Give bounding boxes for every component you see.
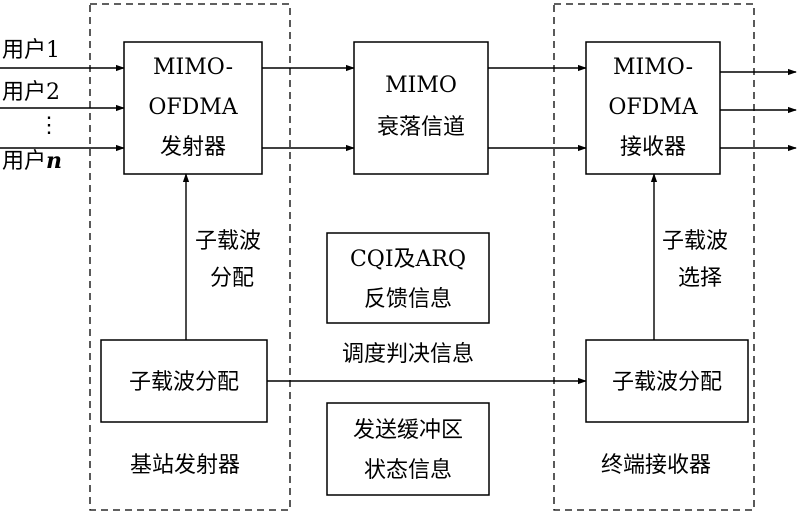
right-selection-label-line2: 选择 xyxy=(678,266,722,291)
vertical-dots: ⋮ xyxy=(38,113,60,138)
cqi-arq-feedback-box xyxy=(326,232,490,324)
left-allocation-label-line1: 子载波 xyxy=(195,229,261,254)
tx-buffer-state-box xyxy=(326,402,490,496)
ut-subcarrier-allocation-text: 子载波分配 xyxy=(612,370,722,395)
receiver-line1: MIMO- xyxy=(613,55,693,80)
transmitter-line1: MIMO- xyxy=(153,55,233,80)
bs-subcarrier-allocation-text: 子载波分配 xyxy=(129,370,239,395)
base-station-dashed-region xyxy=(89,3,291,511)
mimo-ofdma-transmitter-block xyxy=(123,41,263,175)
terminal-caption: 终端接收器 xyxy=(601,453,711,478)
ut-subcarrier-allocation-box xyxy=(585,339,749,423)
left-allocation-label-line2: 分配 xyxy=(210,266,254,291)
receiver-line3: 接收器 xyxy=(620,135,686,160)
transmitter-line3: 发射器 xyxy=(160,135,226,160)
base-station-caption: 基站发射器 xyxy=(130,453,240,478)
user1-label: 用户1 xyxy=(2,38,60,63)
transmitter-line2: OFDMA xyxy=(148,95,238,120)
receiver-line2: OFDMA xyxy=(608,95,698,120)
right-selection-label-line1: 子载波 xyxy=(662,229,728,254)
cqi-line1: CQI及ARQ xyxy=(350,247,466,272)
terminal-dashed-region xyxy=(553,3,755,511)
channel-line1: MIMO xyxy=(385,73,457,98)
cqi-line2: 反馈信息 xyxy=(364,287,452,312)
usern-label: 用户n xyxy=(2,148,62,174)
buffer-line2: 状态信息 xyxy=(364,458,452,483)
mimo-fading-channel-block xyxy=(353,41,489,175)
user2-label: 用户2 xyxy=(2,80,60,105)
buffer-line1: 发送缓冲区 xyxy=(353,418,463,443)
scheduling-decision-label: 调度判决信息 xyxy=(342,342,474,367)
channel-line2: 衰落信道 xyxy=(377,115,465,140)
